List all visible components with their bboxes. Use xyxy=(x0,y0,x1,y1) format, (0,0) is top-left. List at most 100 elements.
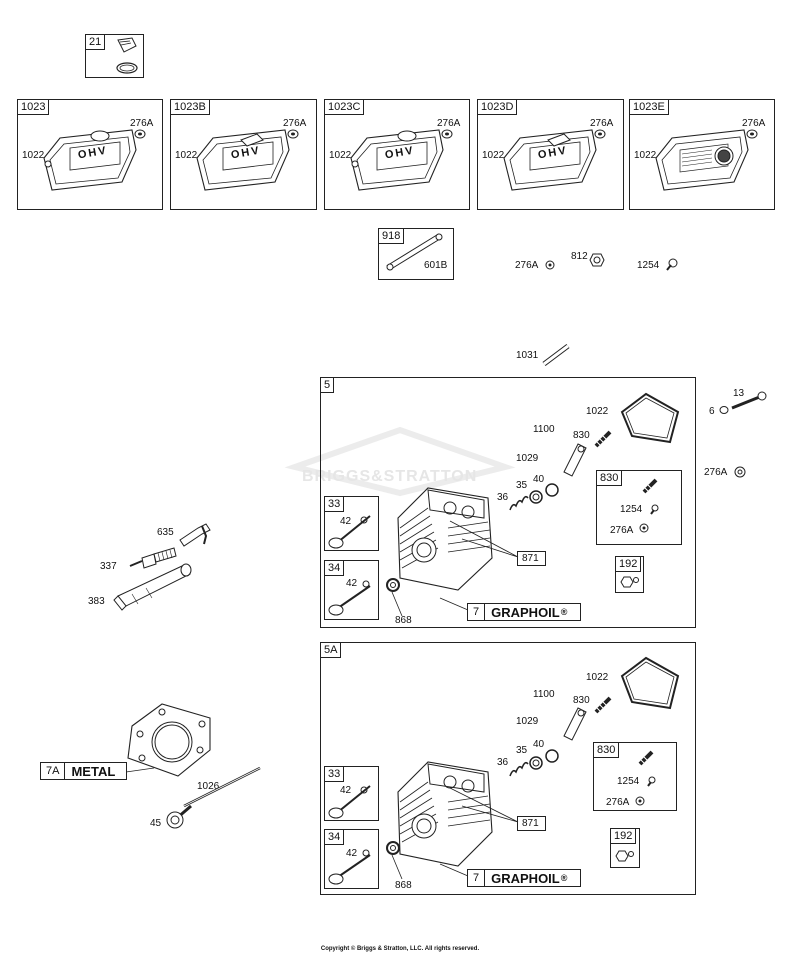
box-label: 1023E xyxy=(629,99,669,115)
part-label-635[interactable]: 635 xyxy=(157,527,174,538)
part-label-1022[interactable]: 1022 xyxy=(634,150,657,161)
washer-icon xyxy=(746,129,758,139)
part-label-42[interactable]: 42 xyxy=(340,785,352,796)
part-box-21[interactable]: 21 xyxy=(85,34,144,78)
part-label-276a[interactable]: 276A xyxy=(130,118,154,129)
part-label-7: 7 xyxy=(468,870,486,886)
metal-callout[interactable]: 7A METAL xyxy=(40,762,127,780)
part-label-1254[interactable]: 1254 xyxy=(637,260,660,271)
part-label-830[interactable]: 830 xyxy=(573,430,590,441)
leader-line xyxy=(439,597,469,611)
part-label-40[interactable]: 40 xyxy=(533,474,545,485)
part-label-276a[interactable]: 276A xyxy=(437,118,461,129)
valve-seal-icon xyxy=(386,578,400,592)
valve-spring-icon xyxy=(509,749,559,777)
part-label-276a[interactable]: 276A xyxy=(283,118,307,129)
washer-icon xyxy=(594,129,606,139)
part-label-42[interactable]: 42 xyxy=(346,578,358,589)
part-box-1023c[interactable]: 1023C xyxy=(324,99,470,210)
part-label-45[interactable]: 45 xyxy=(150,818,162,829)
part-label-812[interactable]: 812 xyxy=(571,251,588,262)
valve-icon xyxy=(328,580,371,616)
part-label-1100[interactable]: 1100 xyxy=(533,424,555,435)
part-label-6[interactable]: 6 xyxy=(709,406,715,417)
part-label-276a[interactable]: 276A xyxy=(704,467,728,478)
part-label-box-871[interactable] xyxy=(517,816,546,831)
head-gasket-icon xyxy=(127,703,211,777)
part-label-276a[interactable]: 276A xyxy=(610,525,634,536)
part-label-1026[interactable]: 1026 xyxy=(197,781,220,792)
part-label-1022[interactable]: 1022 xyxy=(586,672,609,683)
graphoil-callout[interactable]: 7 GRAPHOIL ® xyxy=(467,869,581,887)
part-label-868[interactable]: 868 xyxy=(395,880,412,891)
rocker-stud-icon xyxy=(638,750,654,766)
graphoil-label: GRAPHOIL xyxy=(491,604,560,620)
part-label-276a[interactable]: 276A xyxy=(515,260,539,271)
part-box-33[interactable]: 33 xyxy=(324,496,379,551)
part-label-7: 7 xyxy=(468,604,486,620)
rocker-arm-icon xyxy=(563,707,587,741)
washer-icon xyxy=(287,129,299,139)
part-label-36[interactable]: 36 xyxy=(497,492,509,503)
part-box-1023[interactable]: 1023 xyxy=(17,99,163,210)
rocker-arm-icon xyxy=(563,443,587,477)
part-box-1023d[interactable]: 1023D xyxy=(477,99,624,210)
part-label-42[interactable]: 42 xyxy=(340,516,352,527)
part-label-868[interactable]: 868 xyxy=(395,615,412,626)
part-label-1022[interactable]: 1022 xyxy=(175,150,198,161)
part-label-35[interactable]: 35 xyxy=(516,480,528,491)
part-label-276a[interactable]: 276A xyxy=(742,118,766,129)
part-box-192[interactable]: 192 xyxy=(615,556,644,593)
part-label-1029[interactable]: 1029 xyxy=(516,716,539,727)
part-label-1022[interactable]: 1022 xyxy=(22,150,45,161)
part-label-1022[interactable]: 1022 xyxy=(482,150,505,161)
part-box-830[interactable]: 830 xyxy=(596,470,682,545)
part-label-35[interactable]: 35 xyxy=(516,745,528,756)
box-label: 34 xyxy=(324,829,345,845)
part-label-36[interactable]: 36 xyxy=(497,757,509,768)
box-label: 1023 xyxy=(17,99,50,115)
box-label: 830 xyxy=(596,470,623,486)
part-box-33[interactable]: 33 xyxy=(324,766,379,821)
cylinder-head-icon xyxy=(397,487,493,591)
part-box-5[interactable]: 5 xyxy=(320,377,696,628)
box-label: 33 xyxy=(324,496,345,512)
part-label-871: 871 xyxy=(522,553,539,564)
valve-cover-icon xyxy=(43,129,137,191)
part-box-5a[interactable]: 5A xyxy=(320,642,696,895)
part-label-276a[interactable]: 276A xyxy=(590,118,614,129)
part-box-1023b[interactable]: 1023B xyxy=(170,99,317,210)
part-box-918[interactable]: 918 xyxy=(378,228,454,280)
part-label-383[interactable]: 383 xyxy=(88,596,105,607)
part-box-34[interactable]: 34 xyxy=(324,829,379,889)
valve-icon xyxy=(328,515,371,549)
part-label-box-871[interactable] xyxy=(517,551,546,566)
part-label-830[interactable]: 830 xyxy=(573,695,590,706)
part-box-830[interactable]: 830 xyxy=(593,742,677,811)
part-label-1031[interactable]: 1031 xyxy=(516,350,539,361)
part-label-276a[interactable]: 276A xyxy=(606,797,630,808)
part-label-13[interactable]: 13 xyxy=(733,388,745,399)
part-label-1022[interactable]: 1022 xyxy=(586,406,609,417)
part-label-1254[interactable]: 1254 xyxy=(620,504,643,515)
part-box-34[interactable]: 34 xyxy=(324,560,379,620)
graphoil-callout[interactable]: 7 GRAPHOIL ® xyxy=(467,603,581,621)
metal-label: METAL xyxy=(71,763,116,779)
part-label-1029[interactable]: 1029 xyxy=(516,453,539,464)
part-box-192[interactable]: 192 xyxy=(610,828,640,868)
part-label-1254[interactable]: 1254 xyxy=(617,776,640,787)
spark-plug-icon xyxy=(129,547,177,569)
part-label-337[interactable]: 337 xyxy=(100,561,117,572)
box-label: 5 xyxy=(320,377,335,393)
part-label-1022[interactable]: 1022 xyxy=(329,150,352,161)
copyright-footer: Copyright © Briggs & Stratton, LLC. All … xyxy=(320,946,480,952)
part-label-42[interactable]: 42 xyxy=(346,848,358,859)
box-label: 1023B xyxy=(170,99,210,115)
part-box-1023e[interactable]: 1023E xyxy=(629,99,775,210)
washer-icon xyxy=(134,129,146,139)
leader-line xyxy=(449,787,519,823)
part-label-601b[interactable]: 601B xyxy=(424,260,448,271)
part-label-1100[interactable]: 1100 xyxy=(533,689,555,700)
part-label-40[interactable]: 40 xyxy=(533,739,545,750)
oil-fill-cap-icon xyxy=(116,37,138,74)
